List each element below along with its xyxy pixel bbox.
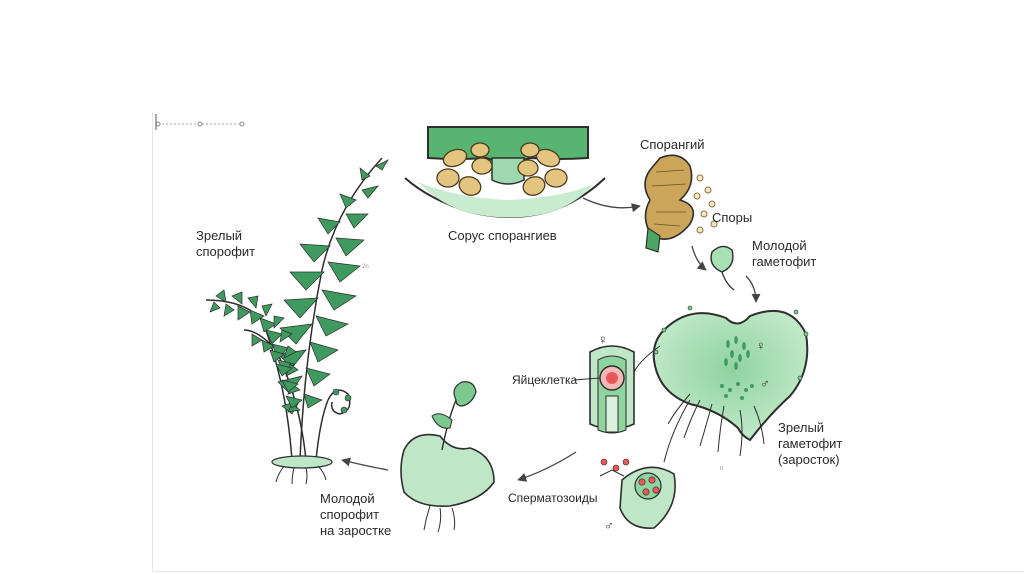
archegonium-illustration xyxy=(589,345,635,434)
mature-sporophyte-label-line1: Зрелый xyxy=(196,228,242,243)
young-sporophyte-label-line2: спорофит xyxy=(320,507,379,522)
sporangium-label: Спорангий xyxy=(640,137,705,152)
young-sporophyte-illustration xyxy=(400,381,495,533)
egg-label: Яйцеклетка xyxy=(512,373,577,387)
arrow-to-mature-sporophyte xyxy=(341,457,389,471)
sporangium-illustration xyxy=(644,154,718,253)
young-gametophyte-label-line2: гаметофит xyxy=(752,254,816,269)
text-box-handle[interactable] xyxy=(155,114,245,130)
pointer-sperm xyxy=(599,469,625,477)
sperm-label: Сперматозоиды xyxy=(508,491,597,505)
male-symbol-gametophyte: ♂ xyxy=(760,376,770,391)
female-symbol-gametophyte: ♀ xyxy=(756,338,766,353)
arrow-spores-to-young-gametophyte xyxy=(691,245,707,271)
mature-gametophyte-label-line3: (заросток) xyxy=(778,452,840,467)
sorus-label: Сорус спорангиев xyxy=(448,228,557,243)
young-gametophyte-label-line1: Молодой xyxy=(752,238,807,253)
female-symbol-archegonium: ♀ xyxy=(598,332,608,347)
pointer-antheridium xyxy=(663,399,691,463)
arrow-to-mature-gametophyte xyxy=(745,275,761,303)
arrow-fertilization-to-young-sporophyte xyxy=(517,451,577,482)
male-symbol-antheridium: ♂ xyxy=(604,518,614,533)
slide-left-border xyxy=(152,112,153,572)
ploidy-2n-label: 2n xyxy=(362,264,369,270)
young-sporophyte-label-line1: Молодой xyxy=(320,491,375,506)
antheridium-illustration xyxy=(600,458,676,529)
mature-gametophyte-label-line1: Зрелый xyxy=(778,420,824,435)
young-gametophyte-illustration xyxy=(710,245,735,291)
young-sporophyte-label-line3: на заростке xyxy=(320,523,391,538)
slide-bottom-border xyxy=(152,571,1024,572)
mature-gametophyte-illustration xyxy=(652,305,809,457)
mature-sporophyte-illustration xyxy=(205,157,389,485)
mature-sporophyte-label-line2: спорофит xyxy=(196,244,255,259)
pointer-archegonium xyxy=(633,345,661,373)
spores-label: Споры xyxy=(712,210,752,225)
sorus-illustration xyxy=(404,126,606,218)
arrow-sorus-to-sporangium xyxy=(582,197,641,213)
mature-gametophyte-label-line2: гаметофит xyxy=(778,436,842,451)
ploidy-n-label: n xyxy=(720,466,723,472)
pointer-egg xyxy=(573,377,601,381)
